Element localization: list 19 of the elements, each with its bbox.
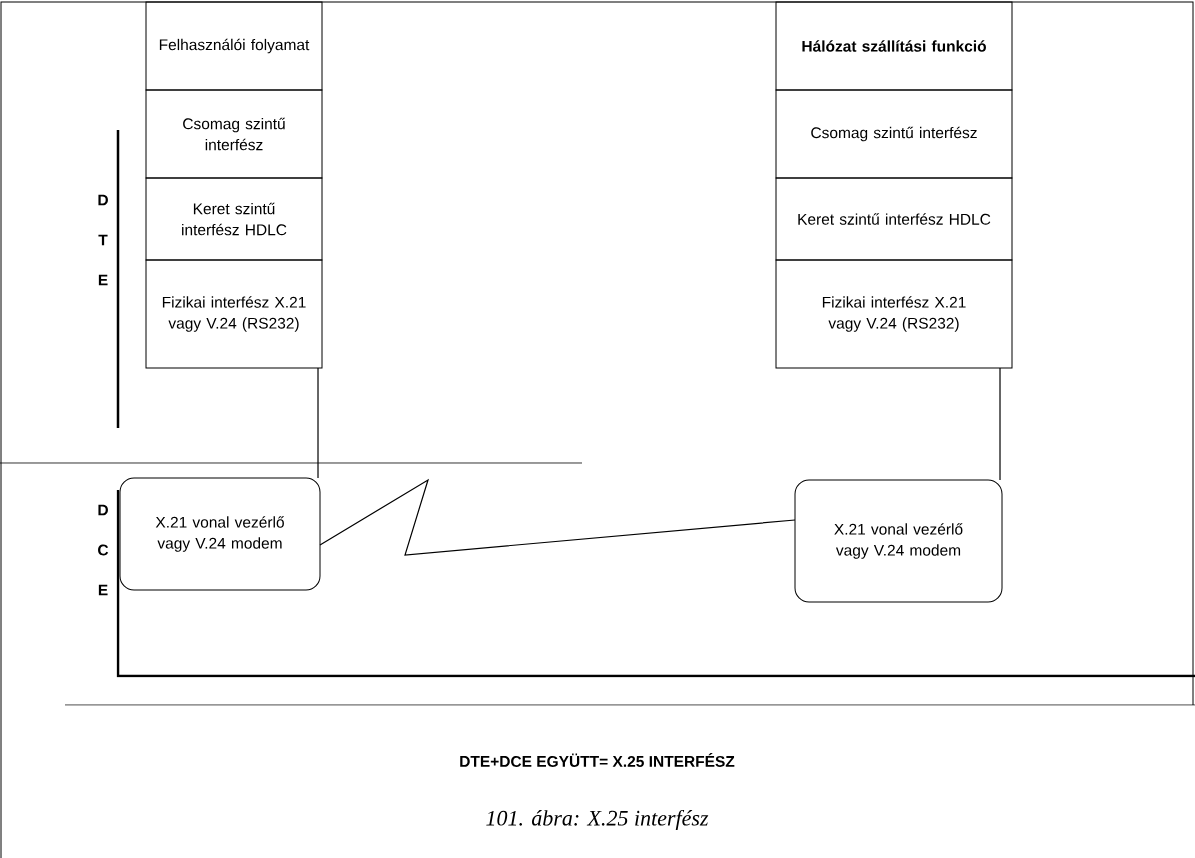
layer-box: Csomag szintű interfész	[775, 89, 1013, 179]
layer-box: Felhasználói folyamat	[145, 1, 323, 91]
layer-letter: E	[98, 274, 108, 286]
layer-box: Csomag szintű interfész	[145, 89, 323, 179]
connector	[317, 367, 319, 479]
layer-letter: E	[98, 584, 108, 596]
device-box: X.21 vonal vezérlő vagy V.24 modem	[794, 479, 1003, 603]
device-box: X.21 vonal vezérlő vagy V.24 modem	[119, 477, 321, 591]
layer-box: Fizikai interfész X.21 vagy V.24 (RS232)	[145, 259, 323, 369]
connector	[319, 478, 796, 556]
layer-box: Hálózat szállítási funkció	[775, 1, 1013, 91]
layer-box: Keret szintű interfész HDLC	[775, 177, 1013, 261]
connector	[999, 367, 1001, 481]
layer-letter: D	[98, 194, 108, 206]
caption: 101. ábra: X.25 interfész	[486, 809, 709, 831]
layer-letter: T	[98, 234, 108, 246]
heading: DTE+DCE EGYÜTT= X.25 INTERFÉSZ	[460, 753, 735, 767]
layer-box: Fizikai interfész X.21 vagy V.24 (RS232)	[775, 259, 1013, 369]
layer-box: Keret szintű interfész HDLC	[145, 177, 323, 261]
